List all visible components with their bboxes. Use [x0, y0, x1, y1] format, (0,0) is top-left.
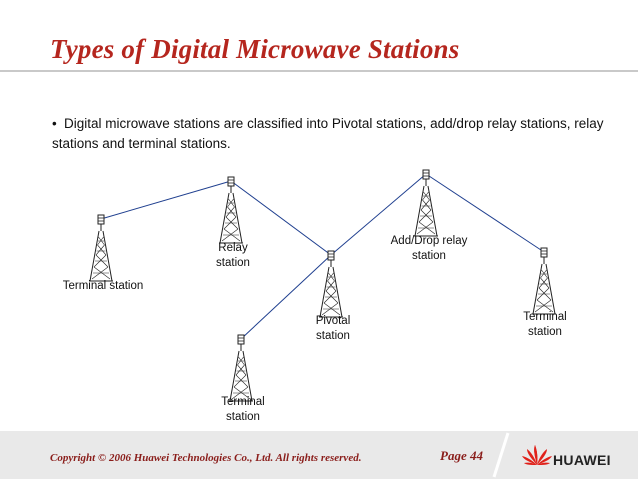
label-terminal-bottom: Terminal station	[221, 396, 265, 423]
huawei-brand-text: HUAWEI	[553, 452, 611, 468]
label-terminal-left: Terminal station	[62, 280, 144, 292]
tower-terminal-right-icon	[531, 247, 557, 315]
label-terminal-right: Terminal station	[523, 311, 567, 338]
footer-copyright: Copyright © 2006 Huawei Technologies Co.…	[50, 452, 362, 464]
link-adddrop-to-terminal-right	[425, 173, 545, 253]
tower-terminal-left-icon	[88, 214, 114, 282]
link-pivotal-to-adddrop	[330, 173, 427, 256]
link-terminal-left-to-relay	[100, 180, 232, 220]
huawei-logo-icon	[522, 445, 552, 465]
bullet-marker: •	[52, 116, 57, 131]
bullet-text: Digital microwave stations are classifie…	[52, 116, 604, 151]
label-adddrop: Add/Drop relay station	[390, 235, 468, 262]
title-divider	[0, 70, 638, 72]
slide-title: Types of Digital Microwave Stations	[50, 34, 460, 64]
tower-terminal-bottom-icon	[228, 334, 254, 402]
tower-pivotal-icon	[318, 250, 344, 318]
label-relay: Relay station	[216, 242, 250, 269]
link-relay-to-pivotal	[230, 180, 332, 256]
bullet-paragraph: •Digital microwave stations are classifi…	[52, 114, 617, 154]
label-pivotal: Pivotal station	[315, 315, 351, 342]
link-pivotal-to-terminal-bottom	[240, 254, 332, 340]
footer-page-number: Page 44	[440, 448, 483, 463]
